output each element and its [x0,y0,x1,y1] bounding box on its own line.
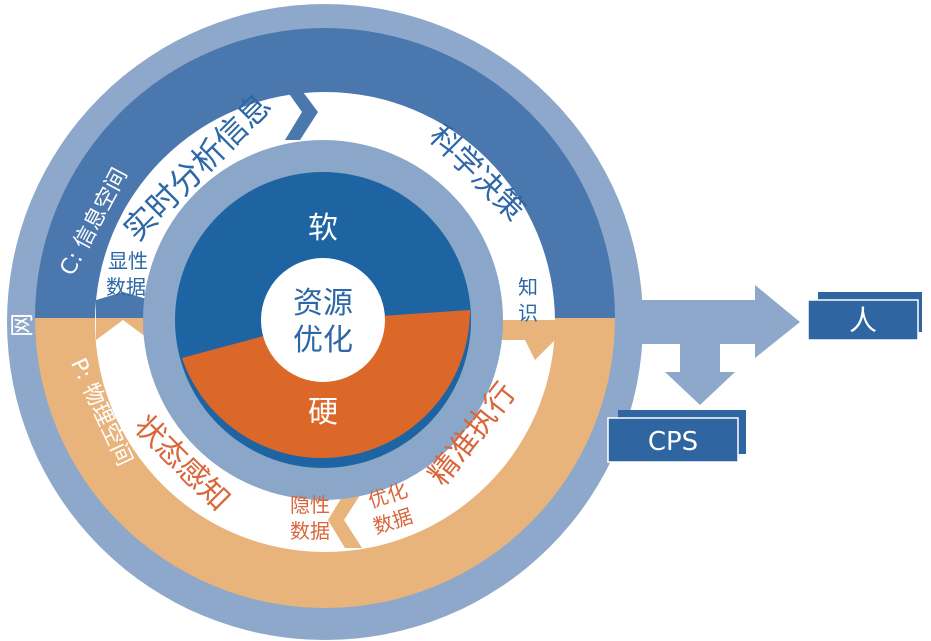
chevron-right [500,320,555,360]
hard-label: 硬 [308,395,338,430]
chevron-left-tan [96,318,150,340]
chevron-top [285,88,318,140]
chevron-bottom [328,492,362,548]
explicit-data-1: 显性 [108,249,148,273]
center-label-1: 资源 [293,286,353,321]
center-circle [261,258,385,382]
implicit-data-2: 数据 [290,519,330,543]
knowledge-1: 知 [518,275,538,299]
implicit-data-1: 隐性 [290,493,330,517]
arrow-to-human [600,285,800,358]
cps-label: CPS [648,427,698,457]
human-label: 人 [849,304,877,337]
human-box: 人 [807,292,922,341]
soft-label: 软 [308,211,338,246]
center-label-2: 优化 [293,323,353,358]
cps-box: CPS [607,410,746,463]
hard-core [182,310,470,459]
arrow-to-cps [665,330,735,405]
output-arrows [600,285,800,405]
knowledge-2: 识 [518,301,538,325]
chevron-left [96,292,150,318]
network-label: 网 [8,313,36,337]
explicit-data-2: 数据 [106,275,146,299]
